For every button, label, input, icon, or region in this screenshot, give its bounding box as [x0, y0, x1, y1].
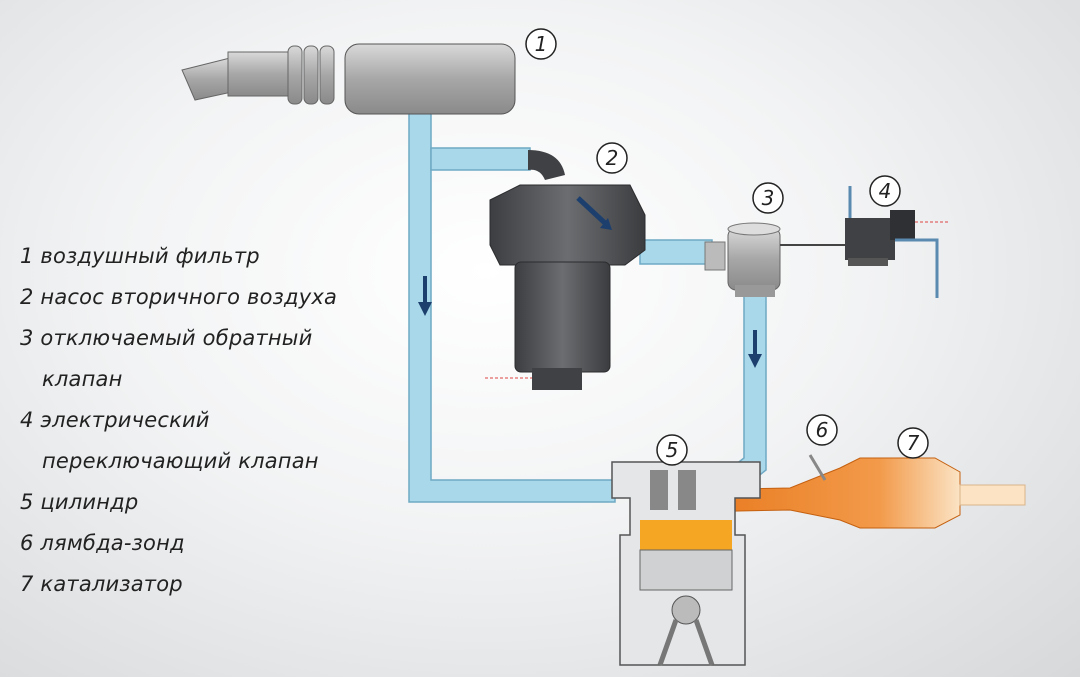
- legend-item: 3 отключаемый обратный: [20, 326, 313, 350]
- callout-5: 5: [656, 434, 688, 466]
- flow-arrow-right: [748, 330, 762, 368]
- callout-7: 7: [897, 427, 929, 459]
- legend-item-continuation: клапан: [42, 367, 123, 391]
- callout-6: 6: [806, 414, 838, 446]
- legend-item-continuation: переключающий клапан: [42, 449, 319, 473]
- legend-item: 5 цилиндр: [20, 490, 139, 514]
- legend-item: 4 электрический: [20, 408, 210, 432]
- flow-arrow-left: [418, 276, 432, 316]
- svg-text:1: 1: [535, 32, 548, 56]
- legend-item: 7 катализатор: [20, 572, 183, 596]
- svg-text:5: 5: [666, 438, 679, 462]
- svg-text:4: 4: [879, 179, 892, 203]
- electric-switch-valve: [845, 186, 948, 298]
- callout-4: 4: [869, 175, 901, 207]
- callout-3: 3: [752, 182, 784, 214]
- check-valve: [704, 222, 850, 297]
- legend-item: 1 воздушный фильтр: [20, 244, 260, 268]
- cylinder: [611, 461, 761, 666]
- svg-text:7: 7: [907, 431, 920, 455]
- callout-1: 1: [525, 28, 557, 60]
- legend: 1 воздушный фильтр 2 насос вторичного во…: [20, 236, 337, 605]
- air-filter: [181, 43, 516, 115]
- svg-text:6: 6: [816, 418, 829, 442]
- legend-item: 6 лямбда-зонд: [20, 531, 185, 555]
- svg-text:3: 3: [762, 186, 775, 210]
- legend-item: 2 насос вторичного воздуха: [20, 285, 338, 309]
- secondary-air-pump: [485, 150, 646, 390]
- callout-2: 2: [596, 142, 628, 174]
- svg-text:2: 2: [606, 146, 619, 170]
- exhaust-pipe: [689, 454, 1026, 529]
- air-pipes: [408, 109, 767, 506]
